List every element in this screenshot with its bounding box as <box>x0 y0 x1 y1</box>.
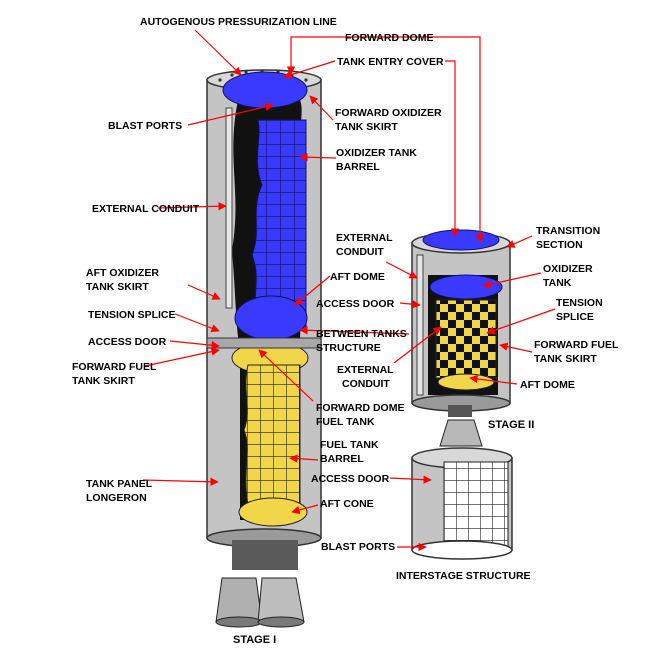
label-oxidizer-tank-barrel-1: OXIDIZER TANK <box>336 147 417 159</box>
stage-i-fuel-tank <box>243 364 301 506</box>
label-forward-fuel-tank-skirt-left-2: TANK SKIRT <box>72 375 135 387</box>
label-stage-i: STAGE I <box>233 634 276 646</box>
label-external-conduit-mid-1: EXTERNAL <box>336 232 393 244</box>
label-fuel-tank-barrel-1: FUEL TANK <box>320 439 379 451</box>
label-forward-dome-fuel-tank-2: FUEL TANK <box>316 416 375 428</box>
callout-labels: AUTOGENOUS PRESSURIZATION LINE FORWARD D… <box>72 16 619 646</box>
stage-ii-rocket <box>411 229 511 447</box>
label-tension-splice-right-2: SPLICE <box>556 311 594 323</box>
label-aft-dome-lower: AFT DOME <box>520 379 575 391</box>
label-oxidizer-tank-1: OXIDIZER <box>543 263 593 275</box>
stage-ii-aft-dome <box>437 373 495 391</box>
label-between-tanks-structure-2: STRUCTURE <box>316 342 381 354</box>
label-fuel-tank-barrel-2: BARREL <box>320 453 364 465</box>
label-tank-entry-cover: TANK ENTRY COVER <box>337 56 444 68</box>
label-external-conduit-left: EXTERNAL CONDUIT <box>92 203 200 215</box>
stage-ii-fuel-tank <box>435 299 497 379</box>
leader-arrows <box>142 29 556 552</box>
label-forward-fuel-tank-skirt-right-1: FORWARD FUEL <box>534 339 619 351</box>
interstage-cutaway <box>443 461 509 547</box>
label-transition-section-2: SECTION <box>536 239 583 251</box>
label-oxidizer-tank-barrel-2: BARREL <box>336 161 380 173</box>
label-tank-panel-longeron-2: LONGERON <box>86 492 147 504</box>
label-oxidizer-tank-2: TANK <box>543 277 572 289</box>
label-external-conduit-mid-2: CONDUIT <box>336 246 384 258</box>
label-blast-ports-top: BLAST PORTS <box>108 120 182 132</box>
interstage-structure-graphic <box>411 447 513 560</box>
label-forward-oxidizer-tank-skirt-2: TANK SKIRT <box>335 121 398 133</box>
label-aft-cone: AFT CONE <box>320 498 374 510</box>
label-between-tanks-structure-1: BETWEEN TANKS <box>316 328 407 340</box>
label-aft-oxidizer-tank-skirt-2: TANK SKIRT <box>86 281 149 293</box>
label-tension-splice-left: TENSION SPLICE <box>88 309 176 321</box>
stage-i-external-conduit <box>225 107 233 309</box>
label-access-door-mid: ACCESS DOOR <box>316 298 395 310</box>
interstage-bottom-rim <box>411 540 513 560</box>
label-tension-splice-right-1: TENSION <box>556 297 603 309</box>
label-tank-panel-longeron-1: TANK PANEL <box>86 478 153 490</box>
stage-ii-external-conduit <box>416 254 424 396</box>
label-access-door-lower: ACCESS DOOR <box>311 473 390 485</box>
label-aft-oxidizer-tank-skirt-1: AFT OXIDIZER <box>86 267 159 279</box>
label-interstage-structure: INTERSTAGE STRUCTURE <box>396 570 531 582</box>
stage-ii-forward-dome <box>422 229 500 251</box>
label-blast-ports-lower: BLAST PORTS <box>321 541 395 553</box>
label-access-door-left: ACCESS DOOR <box>88 336 167 348</box>
label-forward-fuel-tank-skirt-right-2: TANK SKIRT <box>534 353 597 365</box>
stage-ii-oxidizer-tank <box>429 274 503 300</box>
label-forward-oxidizer-tank-skirt-1: FORWARD OXIDIZER <box>335 107 442 119</box>
label-external-conduit-stage2-1: EXTERNAL <box>337 364 394 376</box>
stage-i-aft-cone <box>238 497 308 527</box>
stage-i-engines <box>215 540 305 628</box>
label-aft-dome-upper: AFT DOME <box>330 271 385 283</box>
stage-i-tension-splice-band <box>206 337 322 349</box>
stage-ii-engine <box>439 405 483 447</box>
label-forward-fuel-tank-skirt-left-1: FORWARD FUEL <box>72 361 157 373</box>
label-forward-dome-fuel-tank-1: FORWARD DOME <box>316 402 404 414</box>
label-autogenous-pressurization-line: AUTOGENOUS PRESSURIZATION LINE <box>140 16 337 28</box>
label-stage-ii: STAGE II <box>488 419 534 431</box>
stage-i-forward-dome <box>222 71 308 109</box>
label-forward-dome: FORWARD DOME <box>345 32 433 44</box>
label-external-conduit-stage2-2: CONDUIT <box>342 378 390 390</box>
stage-i-aft-dome-ox <box>234 295 308 341</box>
label-transition-section-1: TRANSITION <box>536 225 600 237</box>
stage-i-rocket <box>206 69 322 628</box>
